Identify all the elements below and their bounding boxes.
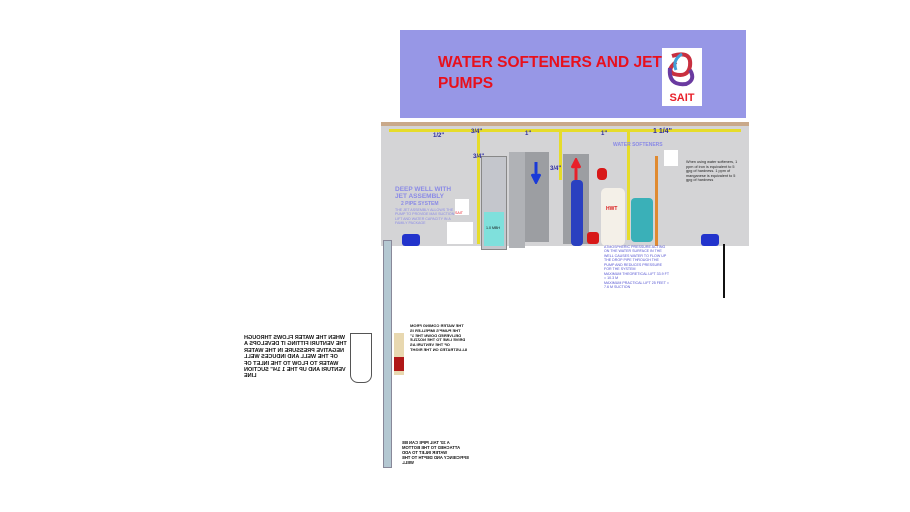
well-pipe-right — [723, 244, 725, 298]
atmospheric-note: ATMOSPHERIC PRESSURE ACTING ON THE WATER… — [604, 245, 667, 272]
drop-pipe — [477, 130, 480, 244]
tail-pipe-note-mirrored: A 33' TAIL PIPE CAN BE ATTACHED TO THE B… — [402, 440, 469, 465]
hot-water-tank: HWT — [601, 188, 625, 246]
title-banner: WATER SOFTENERS AND JET PUMPS SAIT — [400, 30, 746, 118]
jet-pump-right — [701, 234, 719, 246]
practical-lift-note: MAXIMUM PRACTICAL LIFT 25 FEET = 7.6 M S… — [604, 281, 669, 290]
well-casing — [383, 240, 392, 468]
pipe-size-label: 3/4" — [473, 154, 485, 160]
furnace-panel: 1.0 MBH — [484, 212, 504, 246]
sait-logo: SAIT — [662, 48, 702, 106]
sait-small-logo: SAIT — [455, 199, 469, 215]
pipe-size-label: 1" — [525, 131, 532, 137]
softener-tank — [631, 198, 653, 242]
theoretical-lift-note: MAXIMUM THEORETICAL LIFT 33.9 FT = 10.3 … — [604, 272, 669, 281]
return-duct — [525, 152, 549, 242]
oil-burner — [587, 232, 599, 244]
display-wall: 1/2" 3/4" 1" 1" 1 1/4" 3/4" DEEP WELL WI… — [381, 122, 749, 250]
deep-well-body: THE JET ASSEMBLY ALLOWS THE PUMP TO PROV… — [395, 208, 455, 226]
sait-small-logo-2 — [664, 150, 678, 166]
drop-pipe — [559, 130, 562, 180]
pipe-size-label: 3/4" — [550, 166, 562, 172]
arrow-up-icon — [571, 158, 581, 180]
furnace: 1.0 MBH — [481, 156, 507, 250]
water-softeners-heading: WATER SOFTENERS — [613, 142, 663, 148]
banner-title: WATER SOFTENERS AND JET PUMPS — [438, 54, 662, 92]
pipe-size-label: 3/4" — [471, 129, 483, 135]
pipe-size-label: 1/2" — [433, 133, 445, 139]
supply-pipe — [389, 129, 741, 132]
venturi-diagram — [350, 333, 372, 383]
jet-pump-left — [402, 234, 420, 246]
venturi-note-mirrored: WHEN THE WATER FLOWS THROUGH THE VENTURI… — [244, 335, 347, 380]
deep-well-sub: 2 PIPE SYSTEM — [401, 201, 439, 207]
water-coming-note-mirrored: THE WATER COMING FROM THE PUMP'S IMPELLE… — [410, 323, 468, 352]
copper-pipe — [655, 156, 658, 246]
expansion-tank — [597, 168, 607, 180]
venturi-assembly — [394, 333, 404, 375]
arrow-down-icon — [531, 162, 541, 184]
pipe-size-label: 1" — [601, 131, 608, 137]
pump-diagram-image — [447, 222, 473, 244]
drop-pipe — [627, 130, 630, 240]
sait-knot-icon — [667, 52, 695, 87]
pipe-size-label: 1 1/4" — [653, 128, 672, 135]
deep-well-heading: DEEP WELL WITH JET ASSEMBLY — [395, 186, 452, 200]
logo-text: SAIT — [669, 92, 695, 104]
softener-note: When using water softeners, 1 ppm of iro… — [686, 160, 738, 183]
return-duct — [509, 152, 525, 248]
technician-figure — [571, 180, 583, 246]
